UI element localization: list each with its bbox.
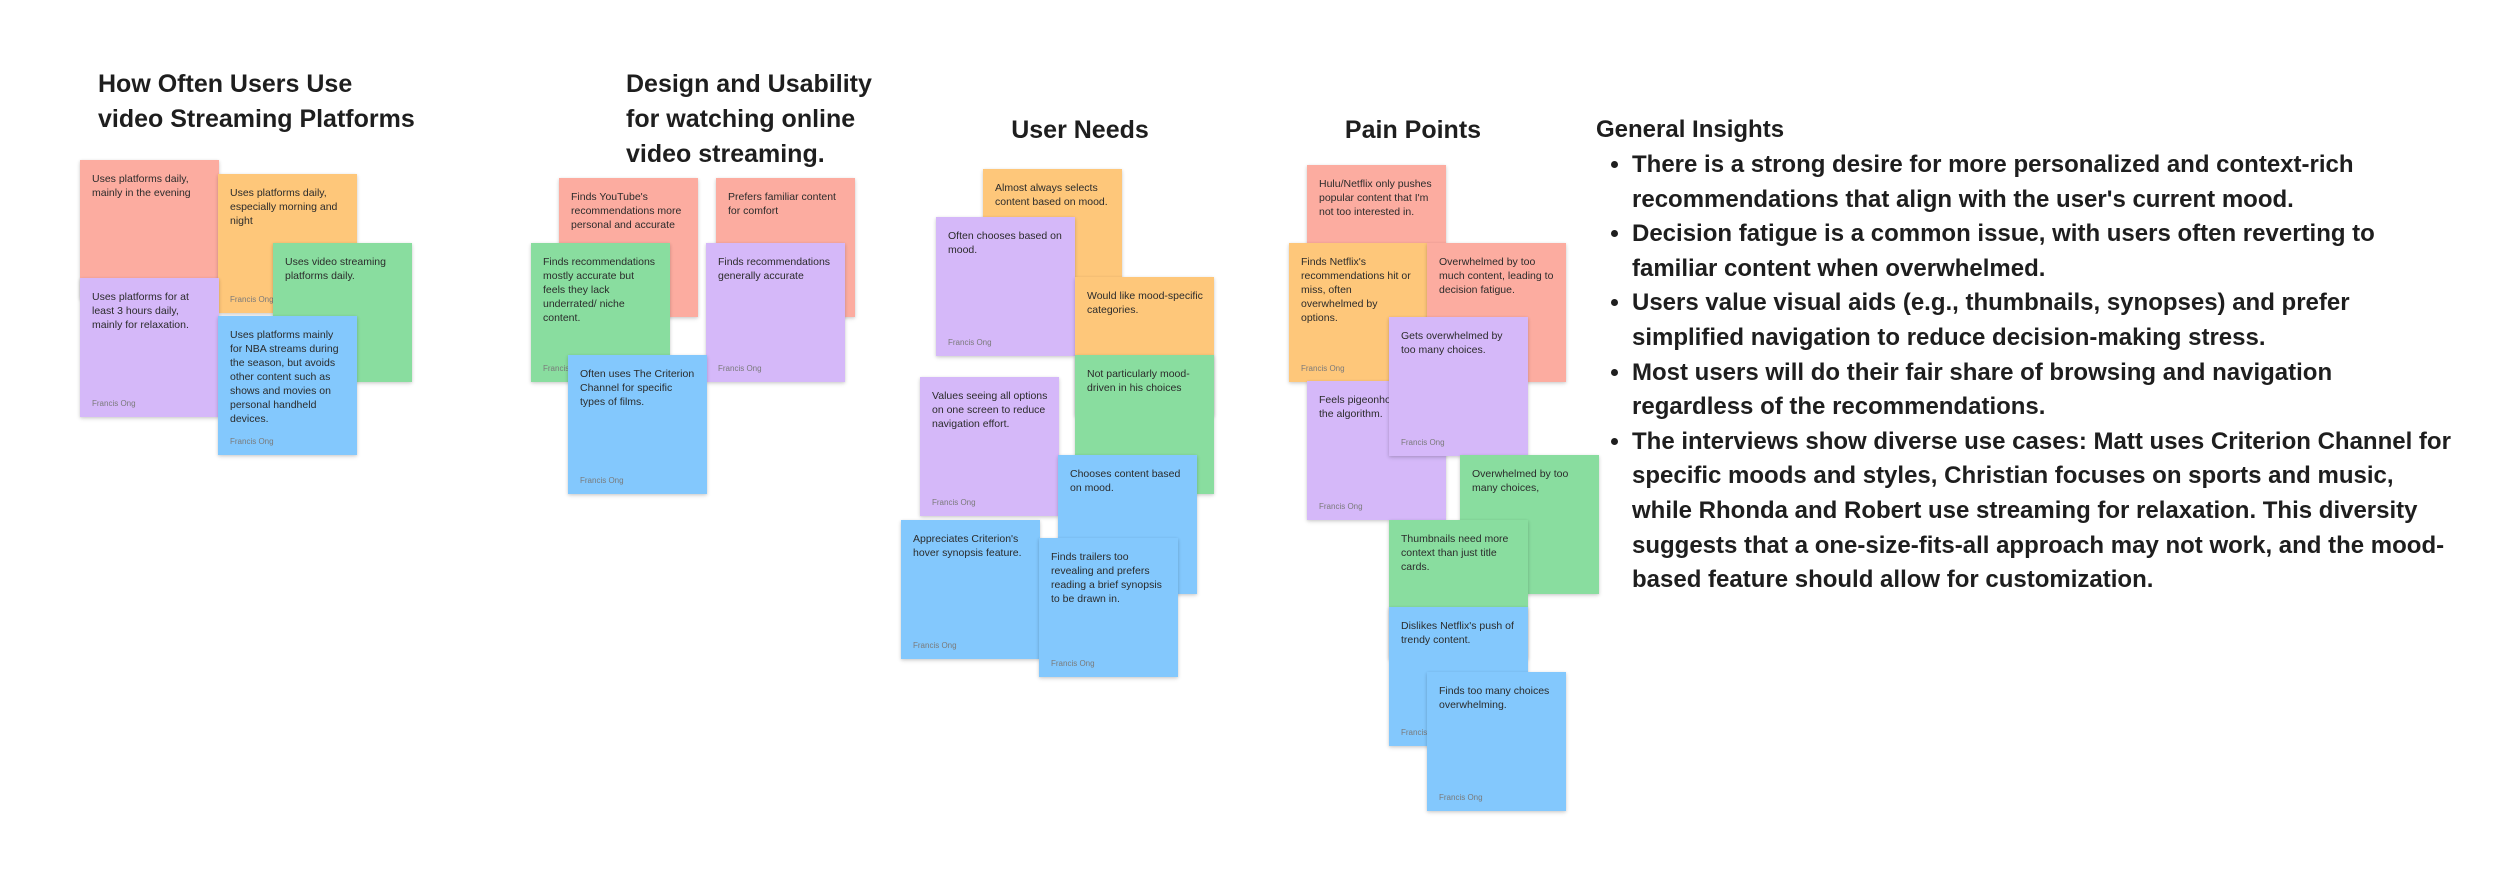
sticky-text: Hulu/Netflix only pushes popular content… [1319,178,1432,218]
sticky-note[interactable]: Finds trailers too revealing and prefers… [1039,538,1178,677]
insight-item: There is a strong desire for more person… [1632,148,2456,217]
sticky-text: Uses platforms daily, especially morning… [230,187,338,227]
sticky-text: Almost always selects content based on m… [995,182,1108,208]
heading-pain-points: Pain Points [1344,116,1482,144]
sticky-author: Francis Ong [1319,502,1363,511]
sticky-text: Finds YouTube's recommendations more per… [571,191,682,231]
sticky-author: Francis Ong [1401,438,1445,447]
sticky-text: Uses platforms mainly for NBA streams du… [230,329,339,425]
heading-line: video Streaming Platforms [98,105,415,133]
sticky-author: Francis Ong [230,437,274,446]
sticky-author: Francis Ong [1301,364,1345,373]
sticky-text: Not particularly mood-driven in his choi… [1087,368,1190,394]
sticky-text: Finds recommendations mostly accurate bu… [543,256,656,324]
sticky-text: Finds too many choices overwhelming. [1439,685,1550,711]
sticky-author: Francis Ong [1051,659,1095,668]
sticky-author: Francis Ong [913,641,957,650]
sticky-text: Prefers familiar content for comfort [728,191,836,217]
sticky-text: Dislikes Netflix's push of trendy conten… [1401,620,1514,646]
insights-list: There is a strong desire for more person… [1596,148,2456,598]
heading-line: video streaming. [626,140,825,168]
sticky-note[interactable]: Finds recommendations generally accurate… [706,243,845,382]
heading-line: Design and Usability [626,70,872,98]
sticky-author: Francis Ong [1401,728,1445,737]
insights-title: General Insights [1596,116,1785,143]
sticky-author: Francis Ong [718,364,762,373]
sticky-text: Chooses content based on mood. [1070,468,1181,494]
sticky-note[interactable]: Uses platforms daily, mainly in the even… [80,160,219,299]
sticky-text: Uses platforms daily, mainly in the even… [92,173,191,199]
sticky-text: Often chooses based on mood. [948,230,1062,256]
sticky-note[interactable]: Uses platforms mainly for NBA streams du… [218,316,357,455]
sticky-text: Gets overwhelmed by too many choices. [1401,330,1503,356]
sticky-note[interactable]: Uses platforms for at least 3 hours dail… [80,278,219,417]
sticky-note[interactable]: Finds too many choices overwhelming. Fra… [1427,672,1566,811]
sticky-note[interactable]: Often uses The Criterion Channel for spe… [568,355,707,494]
sticky-note[interactable]: Often chooses based on mood. Francis Ong [936,217,1075,356]
sticky-text: Appreciates Criterion's hover synopsis f… [913,533,1022,559]
sticky-note[interactable]: Gets overwhelmed by too many choices. Fr… [1389,317,1528,456]
insight-item: Most users will do their fair share of b… [1632,356,2456,425]
sticky-text: Often uses The Criterion Channel for spe… [580,368,695,408]
sticky-text: Finds Netflix's recommendations hit or m… [1301,256,1411,324]
heading-line: How Often Users Use [98,70,353,98]
insight-item: The interviews show diverse use cases: M… [1632,425,2456,598]
insight-item: Users value visual aids (e.g., thumbnail… [1632,286,2456,355]
sticky-text: Would like mood-specific categories. [1087,290,1203,316]
sticky-author: Francis Ong [948,338,992,347]
heading-line: for watching online [626,105,856,133]
general-insights: General Insights There is a strong desir… [1596,112,2456,598]
sticky-author: Francis Ong [580,476,624,485]
sticky-note[interactable]: Values seeing all options on one screen … [920,377,1059,516]
sticky-author: Francis Ong [543,364,587,373]
sticky-text: Thumbnails need more context than just t… [1401,533,1509,573]
sticky-author: Francis Ong [932,498,976,507]
sticky-note[interactable]: Appreciates Criterion's hover synopsis f… [901,520,1040,659]
heading-user-needs: User Needs [1011,116,1149,144]
sticky-text: Values seeing all options on one screen … [932,390,1048,430]
heading-design-usability: Design and Usability for watching online… [626,67,872,172]
sticky-text: Finds recommendations generally accurate [718,256,831,282]
sticky-text: Overwhelmed by too much content, leading… [1439,256,1554,296]
sticky-author: Francis Ong [92,399,136,408]
sticky-text: Overwhelmed by too many choices, [1472,468,1569,494]
sticky-text: Uses platforms for at least 3 hours dail… [92,291,189,331]
insight-item: Decision fatigue is a common issue, with… [1632,217,2456,286]
sticky-text: Finds trailers too revealing and prefers… [1051,551,1162,605]
heading-usage-frequency: How Often Users Use video Streaming Plat… [98,67,415,137]
sticky-author: Francis Ong [1439,793,1483,802]
sticky-text: Uses video streaming platforms daily. [285,256,386,282]
sticky-author: Francis Ong [230,295,274,304]
